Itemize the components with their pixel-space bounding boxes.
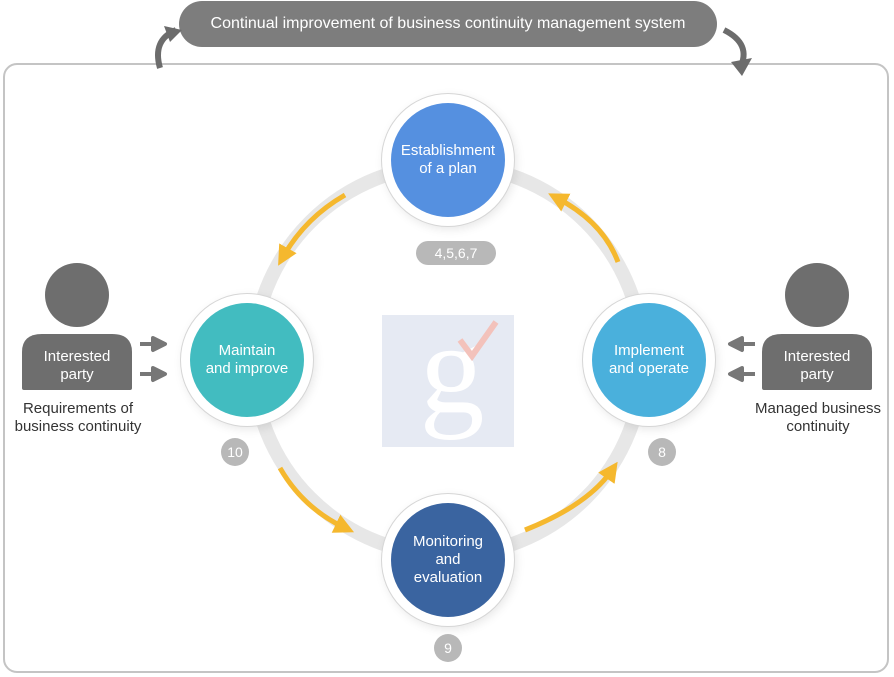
node-implement: Implement and operate (592, 303, 706, 417)
improvement-banner: Continual improvement of business contin… (179, 1, 717, 47)
node-implement-label: Implement and operate (608, 342, 690, 377)
refresh-arrow-left-icon (155, 26, 182, 69)
right-person-icon (762, 263, 872, 390)
node-monitoring: Monitoring and evaluation (391, 503, 505, 617)
cycle-arrow-maintain-to-monitor (277, 466, 355, 533)
cycle-arrow-establish-to-maintain (278, 192, 347, 266)
badge-implement: 8 (648, 438, 676, 466)
right-party-caption: Managed business continuity (755, 400, 881, 435)
cycle-arrow-monitor-to-implement (524, 461, 618, 533)
badge-establishment: 4,5,6,7 (416, 241, 496, 265)
node-monitoring-label: Monitoring and evaluation (412, 533, 484, 586)
left-gray-arrows-icon (140, 336, 167, 382)
svg-text:g: g (420, 297, 485, 441)
node-maintain: Maintain and improve (190, 303, 304, 417)
right-party-label: Interested party (783, 348, 851, 383)
node-maintain-label: Maintain and improve (205, 342, 289, 377)
cycle-arrow-implement-to-establish (548, 193, 621, 263)
refresh-arrow-right-icon (722, 27, 752, 76)
left-party-caption: Requirements of business continuity (14, 400, 142, 435)
badge-maintain: 10 (221, 438, 249, 466)
badge-monitoring: 9 (434, 634, 462, 662)
node-establishment: Establishment of a plan (391, 103, 505, 217)
right-gray-arrows-icon (728, 336, 755, 382)
left-person-icon (22, 263, 132, 390)
left-party-label: Interested party (43, 348, 111, 383)
logo-g-icon: g (382, 297, 514, 447)
node-establishment-label: Establishment of a plan (400, 142, 496, 177)
